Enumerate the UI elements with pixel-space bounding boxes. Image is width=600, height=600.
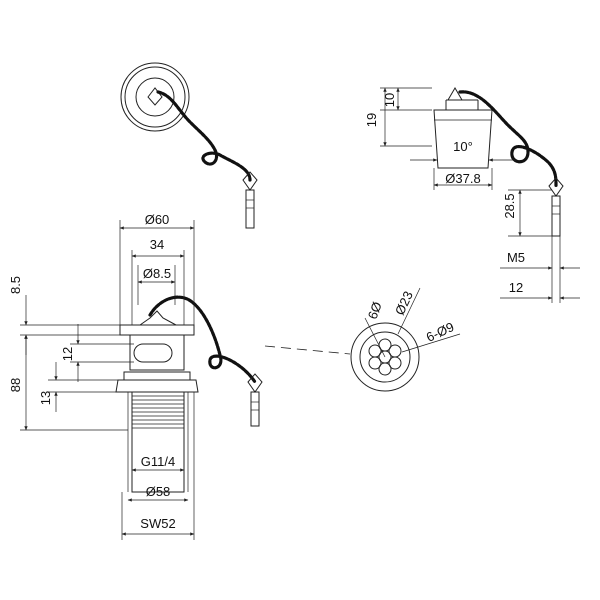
dim-grate-diameter: Ø23 bbox=[392, 289, 416, 318]
waste-body-side-view: Ø60 34 Ø8.5 8.5 88 12 13 bbox=[8, 212, 263, 540]
chain-pin-side bbox=[548, 177, 564, 237]
dim-pin-offset: 12 bbox=[509, 280, 523, 295]
dim-bore-diameter: Ø8.5 bbox=[143, 266, 171, 281]
plug-top-view bbox=[120, 62, 258, 229]
chain-pin-main bbox=[247, 373, 263, 427]
grate-top-view: 6Ø Ø23 6-Ø9 bbox=[350, 287, 461, 392]
dim-inner-width: 34 bbox=[150, 237, 164, 252]
dim-chain-pin-length: 28.5 bbox=[502, 193, 517, 218]
dim-plug-lip: 10 bbox=[382, 93, 397, 107]
dim-plug-diameter: Ø37.8 bbox=[445, 171, 480, 186]
dim-total-height: 88 bbox=[8, 378, 23, 392]
dim-holes: 6-Ø9 bbox=[424, 319, 457, 345]
plug-side-view: 19 10 10° Ø37.8 28.5 M5 12 bbox=[364, 87, 580, 303]
dim-slot-height: 12 bbox=[60, 347, 75, 361]
dim-plug-height: 19 bbox=[364, 113, 379, 127]
dim-flange-diameter: Ø60 bbox=[145, 212, 170, 227]
dim-body-diameter: Ø58 bbox=[146, 484, 171, 499]
dim-angle: 10° bbox=[453, 139, 473, 154]
section-connector bbox=[264, 345, 351, 355]
dim-hole-spacing: 6Ø bbox=[365, 300, 385, 321]
dim-pin-thread: M5 bbox=[507, 250, 525, 265]
dim-nut-height: 13 bbox=[38, 391, 53, 405]
dim-thread: G11/4 bbox=[141, 454, 175, 469]
dim-spanner: SW52 bbox=[140, 516, 175, 531]
thread-lines bbox=[132, 395, 184, 429]
dim-flange-height: 8.5 bbox=[8, 276, 23, 294]
chain-pin-top bbox=[242, 171, 258, 229]
